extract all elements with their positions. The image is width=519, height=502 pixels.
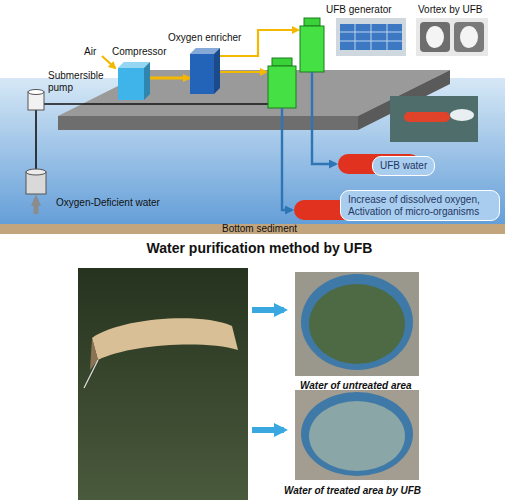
box-text: Increase of dissolved oxygen, Activation…	[348, 194, 492, 217]
photo-caption: Water of treated area by UFB	[284, 485, 421, 497]
pipes	[36, 104, 268, 172]
ufb-flow	[282, 72, 336, 210]
generator-label: UFB generator	[326, 4, 392, 16]
untreated-bucket-photo	[295, 272, 419, 376]
ufb-generators	[268, 18, 324, 108]
submersible-pump: Submersible pump	[28, 92, 44, 110]
air-flow-arrow	[150, 77, 190, 80]
unit-label: Oxygen enricher	[168, 32, 241, 44]
pond-photo	[78, 268, 248, 500]
sediment-label: Bottom sediment	[222, 223, 297, 235]
unit-label: Compressor	[112, 46, 166, 58]
oxygen-enricher: Oxygen enricher	[190, 48, 220, 94]
vortex-photos	[416, 18, 488, 56]
pump-cylinders	[26, 90, 46, 215]
tube-photo	[390, 96, 478, 142]
compressor-unit: Compressor	[118, 62, 150, 100]
photo-caption: Water of untreated area	[300, 380, 412, 392]
cube-shape	[118, 62, 150, 100]
air-label: Air	[84, 46, 96, 58]
ufb-water-box: UFB water	[372, 156, 435, 176]
unit-label: Submersible pump	[48, 70, 108, 93]
treated-bucket-photo	[295, 390, 419, 480]
box-text: UFB water	[380, 160, 427, 172]
generator-photo	[336, 18, 406, 56]
figure-title: Water purification method by UFB	[0, 240, 519, 256]
cube-shape	[190, 48, 220, 94]
vortex-label: Vortex by UFB	[418, 4, 482, 16]
water-label: Oxygen-Deficient water	[56, 197, 160, 209]
pointer-arrows	[252, 310, 284, 430]
effect-box: Increase of dissolved oxygen, Activation…	[340, 190, 500, 221]
